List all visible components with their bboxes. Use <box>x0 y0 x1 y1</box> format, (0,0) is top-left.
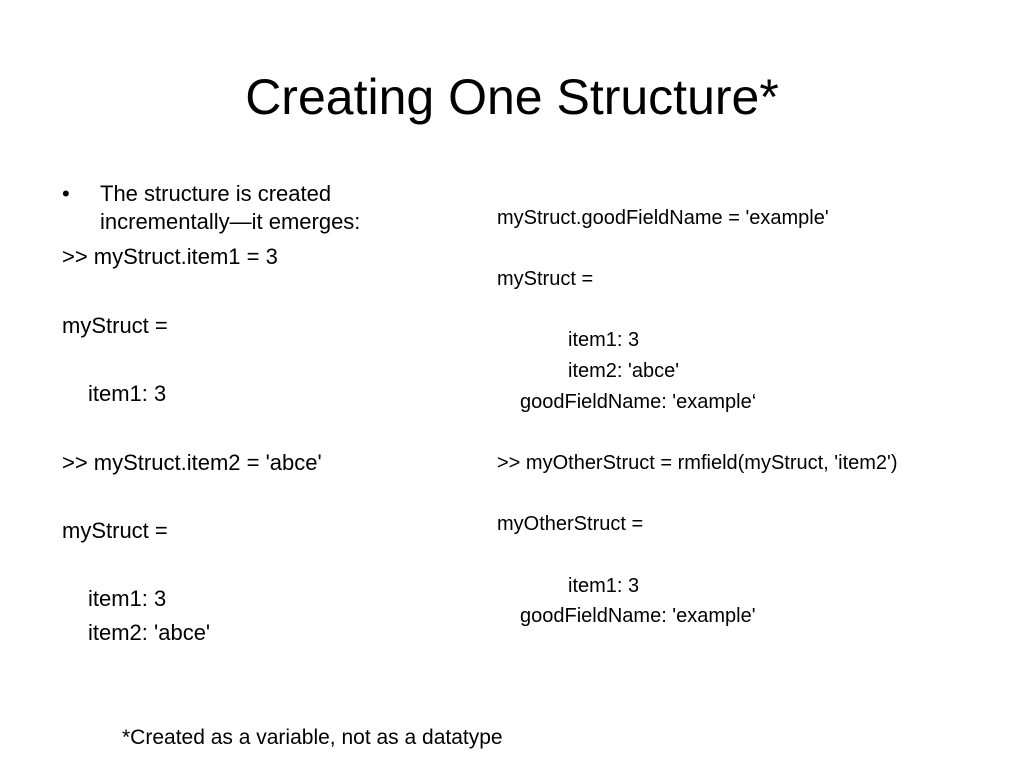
code-line: item1: 3 <box>568 575 640 597</box>
code-line: goodFieldName: 'example' <box>520 605 756 627</box>
code-line: myStruct = <box>497 268 594 290</box>
code-line: >> myOtherStruct = rmfield(myStruct, 'it… <box>497 452 898 474</box>
bullet-marker: • <box>62 181 70 206</box>
code-line: myStruct.goodFieldName = 'example' <box>497 207 829 229</box>
code-line: item2: 'abce' <box>88 620 211 645</box>
footnote: *Created as a variable, not as a datatyp… <box>122 726 503 749</box>
slide-title: Creating One Structure* <box>245 69 779 125</box>
code-line: >> myStruct.item1 = 3 <box>62 244 278 269</box>
code-line: myStruct = <box>62 518 168 543</box>
code-line: myOtherStruct = <box>497 513 644 535</box>
left-column: • The structure is created incrementally… <box>62 180 482 236</box>
code-line: >> myStruct.item2 = 'abce' <box>62 450 322 475</box>
code-line: myStruct = <box>62 313 168 338</box>
bullet-text: The structure is created incrementally—i… <box>100 181 361 234</box>
code-line: goodFieldName: 'example‘ <box>520 391 757 413</box>
bullet-item: • The structure is created incrementally… <box>62 180 482 236</box>
code-line: item1: 3 <box>88 381 167 406</box>
code-line: item1: 3 <box>88 586 167 611</box>
code-line: item1: 3 <box>568 329 640 351</box>
code-line: item2: 'abce' <box>568 360 680 382</box>
